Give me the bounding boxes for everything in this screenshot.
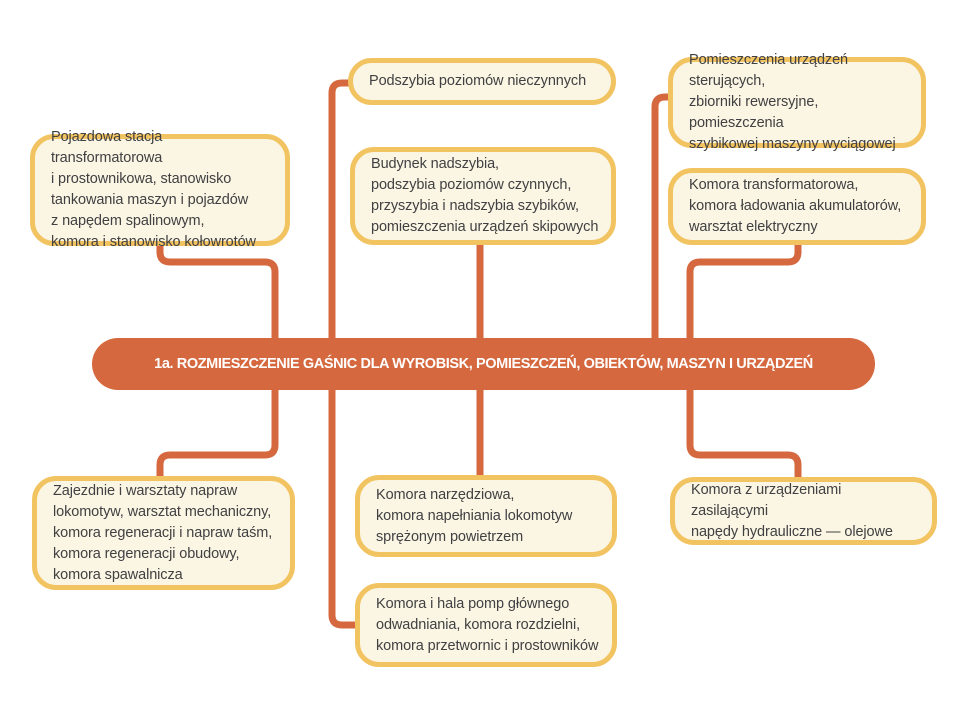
node-komora-zasilajace: Komora z urządzeniami zasilającymi napęd… xyxy=(670,477,937,545)
node-pomieszczenia-sterujace-text: Pomieszczenia urządzeń sterujących, zbio… xyxy=(689,52,896,152)
connector-top-left-to-banner xyxy=(156,242,279,350)
diagram-title-banner: 1a. ROZMIESZCZENIE GAŚNIC DLA WYROBISK, … xyxy=(92,338,875,390)
node-komora-narzedziowa-text: Komora narzędziowa, komora napełniania l… xyxy=(376,486,573,545)
node-komora-transformatorowa-text: Komora transformatorowa, komora ładowani… xyxy=(689,177,902,235)
node-podszybia-nieczynne: Podszybia poziomów nieczynnych xyxy=(348,58,616,105)
node-pomieszczenia-sterujace: Pomieszczenia urządzeń sterujących, zbio… xyxy=(668,52,926,152)
node-podszybia-nieczynne-text: Podszybia poziomów nieczynnych xyxy=(369,73,587,89)
node-zajezdnie-warsztaty: Zajezdnie i warsztaty napraw lokomotyw, … xyxy=(32,476,295,590)
node-komora-hala-pomp: Komora i hala pomp głównego odwadniania,… xyxy=(355,583,617,667)
connector-top-right-2-to-banner xyxy=(686,240,802,350)
node-komora-narzedziowa: Komora narzędziowa, komora napełniania l… xyxy=(355,475,617,557)
node-komora-transformatorowa: Komora transformatorowa, komora ładowani… xyxy=(668,168,926,245)
connector-top-mid-1-to-banner xyxy=(328,79,352,350)
node-pojazdowa-stacja-text: Pojazdowa stacja transformatorowa i pros… xyxy=(51,129,256,250)
connector-banner-to-bottom-left xyxy=(156,380,279,480)
node-komora-zasilajace-text: Komora z urządzeniami zasilającymi napęd… xyxy=(691,481,893,540)
connector-banner-to-bottom-right xyxy=(686,380,802,481)
node-komora-hala-pomp-text: Komora i hala pomp głównego odwadniania,… xyxy=(376,595,599,654)
node-pojazdowa-stacja: Pojazdowa stacja transformatorowa i pros… xyxy=(30,129,290,250)
node-budynek-nadszybia: Budynek nadszybia, podszybia poziomów cz… xyxy=(350,147,616,245)
node-budynek-nadszybia-text: Budynek nadszybia, podszybia poziomów cz… xyxy=(371,156,599,235)
diagram-title-text: 1a. ROZMIESZCZENIE GAŚNIC DLA WYROBISK, … xyxy=(154,356,813,372)
connector-top-right-1-to-banner xyxy=(651,93,672,350)
connector-banner-to-bottom-mid-2 xyxy=(328,380,360,629)
node-zajezdnie-warsztaty-text: Zajezdnie i warsztaty napraw lokomotyw, … xyxy=(53,482,273,583)
